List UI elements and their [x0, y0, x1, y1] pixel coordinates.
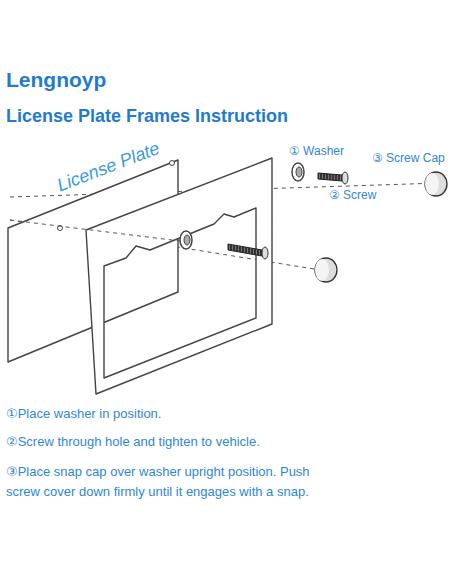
brand-title: Lengnoyp — [6, 68, 106, 92]
part-label: ② Screw — [329, 188, 376, 202]
screw — [318, 173, 342, 181]
screw-cap — [315, 258, 337, 282]
axis-line — [10, 220, 180, 241]
screw-cap — [425, 172, 447, 196]
washer — [184, 235, 190, 245]
screw-cap — [315, 259, 329, 281]
plate-frame — [86, 158, 272, 394]
plate-hole — [170, 161, 175, 166]
washer — [180, 231, 192, 249]
instruction-step: ②Screw through hole and tighten to vehic… — [6, 434, 260, 449]
instruction-step: ①Place washer in position. — [6, 406, 161, 421]
screw-cap — [425, 173, 439, 195]
screw-head — [342, 172, 348, 184]
instruction-step: ③Place snap cap over washer upright posi… — [6, 462, 316, 502]
screw-head — [262, 247, 268, 259]
screw — [228, 244, 262, 256]
part-label: ③ Screw Cap — [372, 151, 445, 165]
washer — [296, 167, 302, 177]
subtitle: License Plate Frames Instruction — [6, 106, 288, 127]
part-label: ① Washer — [289, 144, 344, 158]
washer — [292, 163, 304, 181]
